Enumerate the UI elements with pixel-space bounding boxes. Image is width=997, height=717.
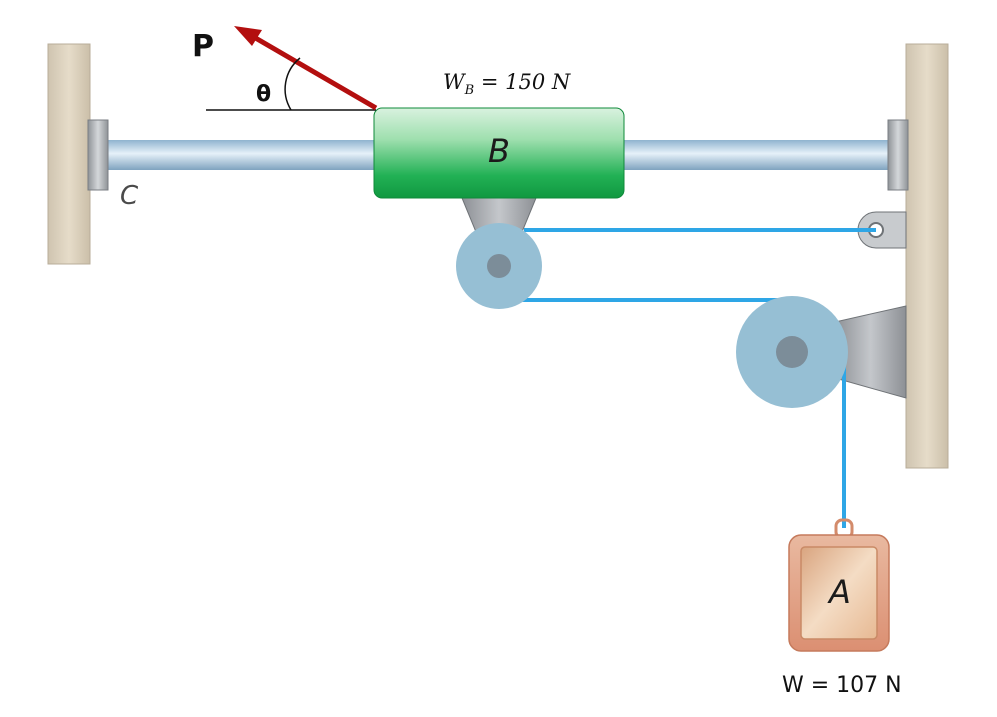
weight-a-label: W = 107 N [782, 673, 902, 698]
left-rod-cap [87, 119, 109, 191]
angle-arc [284, 57, 301, 111]
right-wall [905, 43, 949, 469]
block-label: A [827, 573, 851, 611]
force-arrow-shaft [250, 33, 378, 111]
left-wall [47, 43, 91, 265]
right-rod-cap [887, 119, 909, 191]
force-label: P [192, 29, 214, 64]
collar-pulley-hub [487, 254, 511, 278]
angle-label: θ [256, 82, 271, 107]
collar-b [373, 107, 625, 199]
collar-label: B [488, 132, 510, 170]
block-a-inner [800, 546, 878, 640]
wall-pulley-hub [776, 336, 808, 368]
weight-b-label: WB = 150 N [443, 70, 571, 98]
force-arrow-head [234, 26, 262, 46]
support-label: C [120, 181, 139, 211]
